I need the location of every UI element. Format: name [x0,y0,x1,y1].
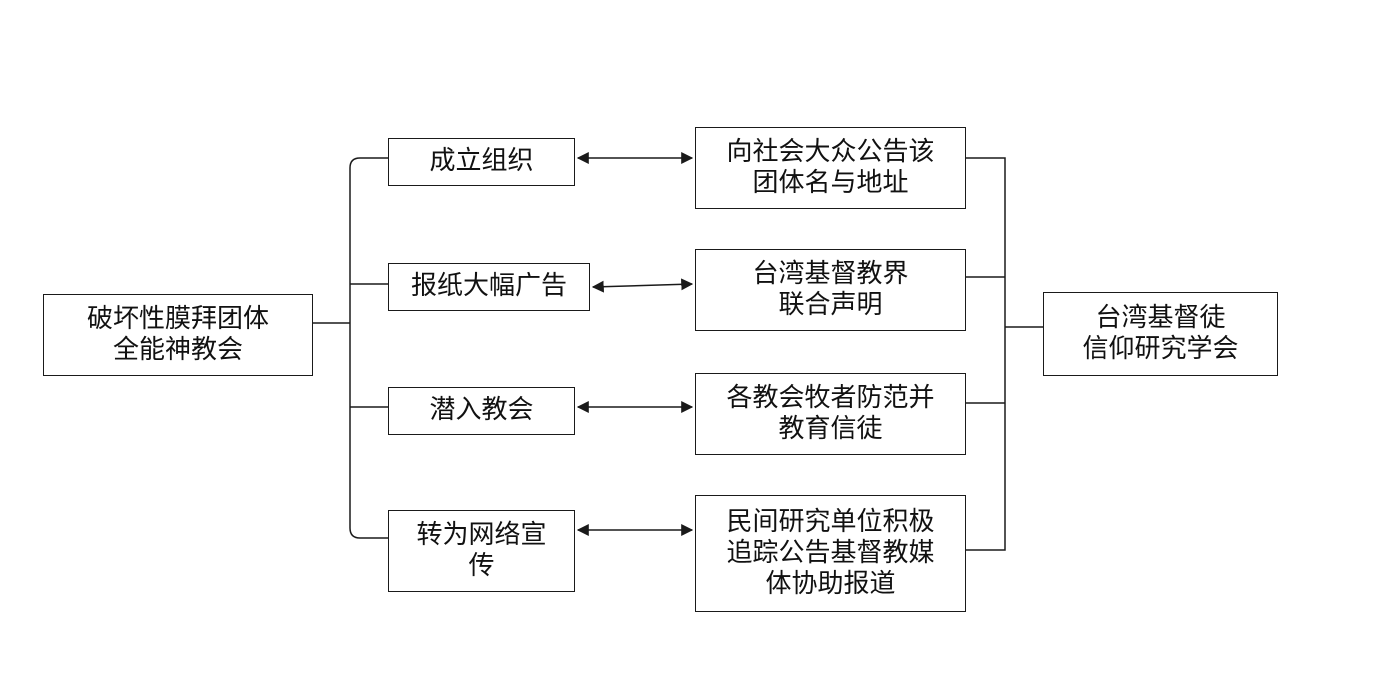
target-box: 台湾基督徒 信仰研究学会 [1043,292,1278,376]
right-bracket-line [966,157,1006,551]
response-box-1: 向社会大众公告该 团体名与地址 [695,127,966,209]
action-box-2: 报纸大幅广告 [388,263,590,311]
response-box-3: 各教会牧者防范并 教育信徒 [695,373,966,455]
response-box-2: 台湾基督教界 联合声明 [695,249,966,331]
action-box-3: 潜入教会 [388,387,575,435]
action-box-4: 转为网络宣 传 [388,510,575,592]
action-box-1: 成立组织 [388,138,575,186]
source-box: 破坏性膜拜团体 全能神教会 [43,294,313,376]
left-bracket-line [349,157,388,539]
response-box-4: 民间研究单位积极 追踪公告基督教媒 体协助报道 [695,495,966,612]
arrow-2 [591,278,694,293]
